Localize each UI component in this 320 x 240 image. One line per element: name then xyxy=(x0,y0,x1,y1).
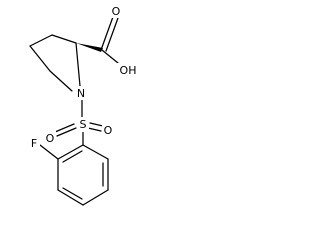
carboxylic-acid-group xyxy=(100,13,119,64)
molecule-structure-diagram: O OH N S O O F xyxy=(29,5,139,206)
stereo-wedge-bond xyxy=(76,43,103,52)
bond-s-o-left-1 xyxy=(54,123,75,133)
carbonyl-oxygen-label: O xyxy=(112,5,121,18)
bond-c3-c2 xyxy=(51,34,77,44)
bond-ar-4-5 xyxy=(82,189,109,206)
bond-c5-c4 xyxy=(29,45,51,72)
bond-s-o-right-1 xyxy=(89,122,104,127)
pyrrolidine-ring xyxy=(29,34,81,92)
inner-bond-b xyxy=(62,187,83,200)
sulfur-label: S xyxy=(80,118,87,131)
sulfonyl-oxygen-left-label: O xyxy=(46,132,55,145)
bond-ar-3-4 xyxy=(57,189,84,206)
inner-bond-a xyxy=(62,150,83,163)
atom-labels: O OH N S O O F xyxy=(29,5,139,150)
bond-c4-c3 xyxy=(29,34,53,47)
sulfonyl-oxygen-right-label: O xyxy=(104,124,113,137)
bond-c2-n xyxy=(75,42,81,87)
fluorine-label: F xyxy=(31,137,37,150)
bond-c-oh xyxy=(101,49,119,64)
nitrogen-label: N xyxy=(77,87,85,100)
bond-carbonyl-2 xyxy=(105,17,119,52)
bond-s-o-right-2 xyxy=(87,127,102,132)
bond-s-o-left-2 xyxy=(56,127,77,137)
bond-ar-f xyxy=(39,144,59,160)
bond-n-c5 xyxy=(49,70,73,92)
bond-carbonyl-1 xyxy=(100,13,115,51)
bond-ar-1-2 xyxy=(57,144,84,160)
fluorobenzene-ring xyxy=(39,144,109,206)
hydroxyl-label: OH xyxy=(120,64,137,77)
bond-ar-6-1 xyxy=(82,144,109,160)
sulfonyl-group xyxy=(54,98,104,146)
